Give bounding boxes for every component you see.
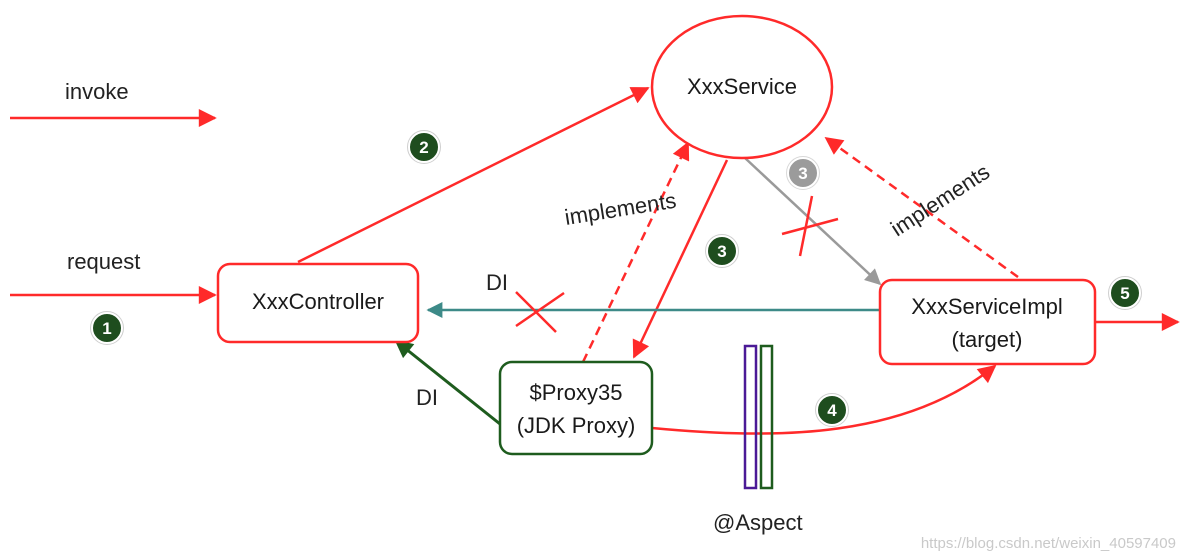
service-label: XxxService	[687, 74, 797, 99]
aspect-bar-purple	[743, 344, 758, 490]
aspect-bar-green	[759, 344, 774, 490]
svg-text:2: 2	[419, 138, 428, 157]
di-bottom-label: DI	[416, 385, 438, 410]
impl-label-line2: (target)	[952, 327, 1023, 352]
step-badge-3-gray: 3	[786, 156, 820, 190]
service-to-proxy-arrow	[632, 159, 729, 359]
gray-arrow-cross-mark	[781, 195, 839, 257]
step-badge-3-green: 3	[705, 234, 739, 268]
svg-text:3: 3	[798, 164, 807, 183]
controller-label: XxxController	[252, 289, 384, 314]
proxy-node	[498, 360, 654, 456]
service-node	[650, 14, 834, 160]
proxy-to-controller-di-arrow	[394, 339, 501, 426]
proxy-label-line1: $Proxy35	[530, 380, 623, 405]
implements-left-label: implements	[563, 188, 678, 230]
proxy-label-line2: (JDK Proxy)	[517, 413, 636, 438]
impl-label-line1: XxxServiceImpl	[911, 294, 1063, 319]
service-to-impl-gray-arrow	[744, 157, 882, 286]
svg-text:1: 1	[102, 319, 111, 338]
svg-text:5: 5	[1120, 284, 1129, 303]
impl-implements-service-arrow	[824, 136, 1019, 279]
proxy-implements-service-arrow	[581, 141, 690, 363]
proxy-to-impl-curved-arrow	[651, 364, 997, 435]
step-badge-2: 2	[407, 130, 441, 164]
watermark-text: https://blog.csdn.net/weixin_40597409	[921, 535, 1176, 552]
legend-invoke-label: invoke	[65, 79, 129, 104]
impl-node	[878, 278, 1097, 366]
request-label: request	[67, 249, 140, 274]
svg-text:3: 3	[717, 242, 726, 261]
step-badge-5: 5	[1108, 276, 1142, 310]
step-badge-1: 1	[90, 311, 124, 345]
svg-text:4: 4	[827, 401, 837, 420]
controller-to-service-arrow	[297, 86, 650, 264]
di-top-label: DI	[486, 270, 508, 295]
controller-node	[216, 262, 420, 344]
aspect-label: @Aspect	[713, 510, 803, 535]
step-badge-4: 4	[815, 393, 849, 427]
di-cross-mark	[515, 291, 565, 333]
implements-right-label: implements	[886, 159, 994, 241]
